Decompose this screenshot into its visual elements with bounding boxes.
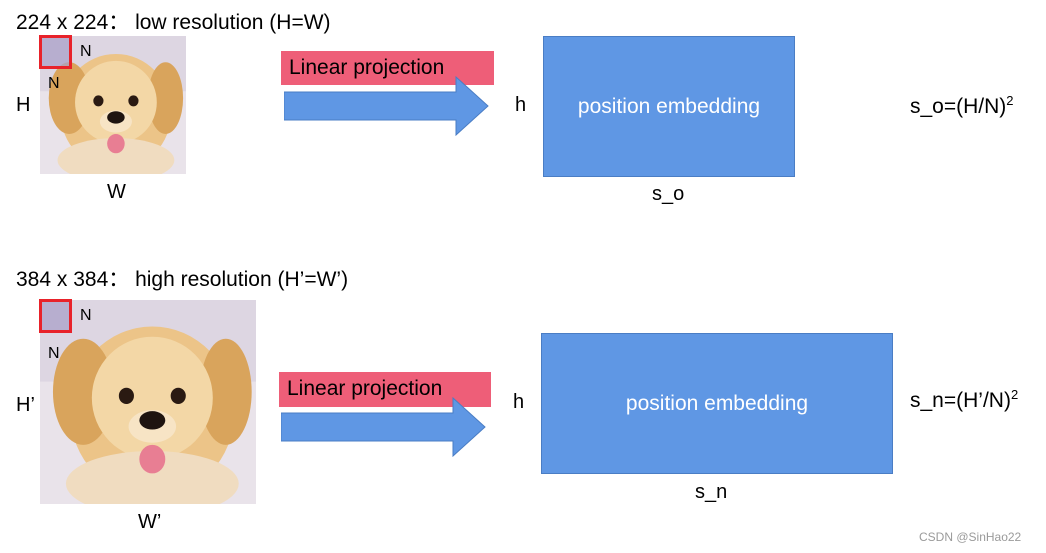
position-embedding-block: position embedding	[543, 36, 795, 177]
linear-projection-label: Linear projection	[279, 372, 491, 407]
position-embedding-label: position embedding	[625, 391, 809, 415]
embedding-size-label: s_o	[652, 183, 685, 205]
patch-size-left: N	[48, 75, 60, 92]
patch-highlight	[39, 35, 72, 69]
image-height-label: H’	[16, 394, 35, 416]
image-width-label: W’	[138, 511, 162, 533]
embedding-size-label: s_n	[695, 481, 728, 503]
hidden-dim-label: h	[515, 94, 527, 116]
patch-size-top: N	[80, 307, 92, 324]
arrow-right-icon	[281, 397, 486, 457]
position-embedding-block: position embedding	[541, 333, 893, 474]
watermark: CSDN @SinHao22	[919, 530, 1022, 544]
hidden-dim-label: h	[513, 391, 525, 413]
patch-size-top: N	[80, 43, 92, 60]
image-height-label: H	[16, 94, 31, 116]
patch-highlight	[39, 299, 72, 333]
puppy-image	[40, 36, 186, 174]
puppy-image-low-res	[40, 36, 186, 174]
patch-size-left: N	[48, 345, 60, 362]
puppy-image	[40, 300, 256, 504]
image-width-label: W	[107, 181, 126, 203]
row1-title: 224 x 224： low resolution (H=W)	[16, 11, 331, 34]
arrow-right-icon	[284, 76, 489, 136]
puppy-image-high-res	[40, 300, 256, 504]
formula-text: s_o=(H/N)	[910, 95, 1007, 118]
formula-exponent: 2	[1006, 93, 1014, 108]
size-formula: s_n=(H’/N)2	[910, 387, 1019, 413]
formula-exponent: 2	[1010, 387, 1019, 402]
position-embedding-label: position embedding	[577, 94, 761, 118]
formula-text: s_n=(H’/N)	[910, 389, 1011, 412]
size-formula: s_o=(H/N)2	[910, 93, 1014, 119]
linear-projection-label: Linear projection	[281, 51, 494, 85]
row2-title: 384 x 384： high resolution (H’=W’)	[16, 268, 349, 291]
